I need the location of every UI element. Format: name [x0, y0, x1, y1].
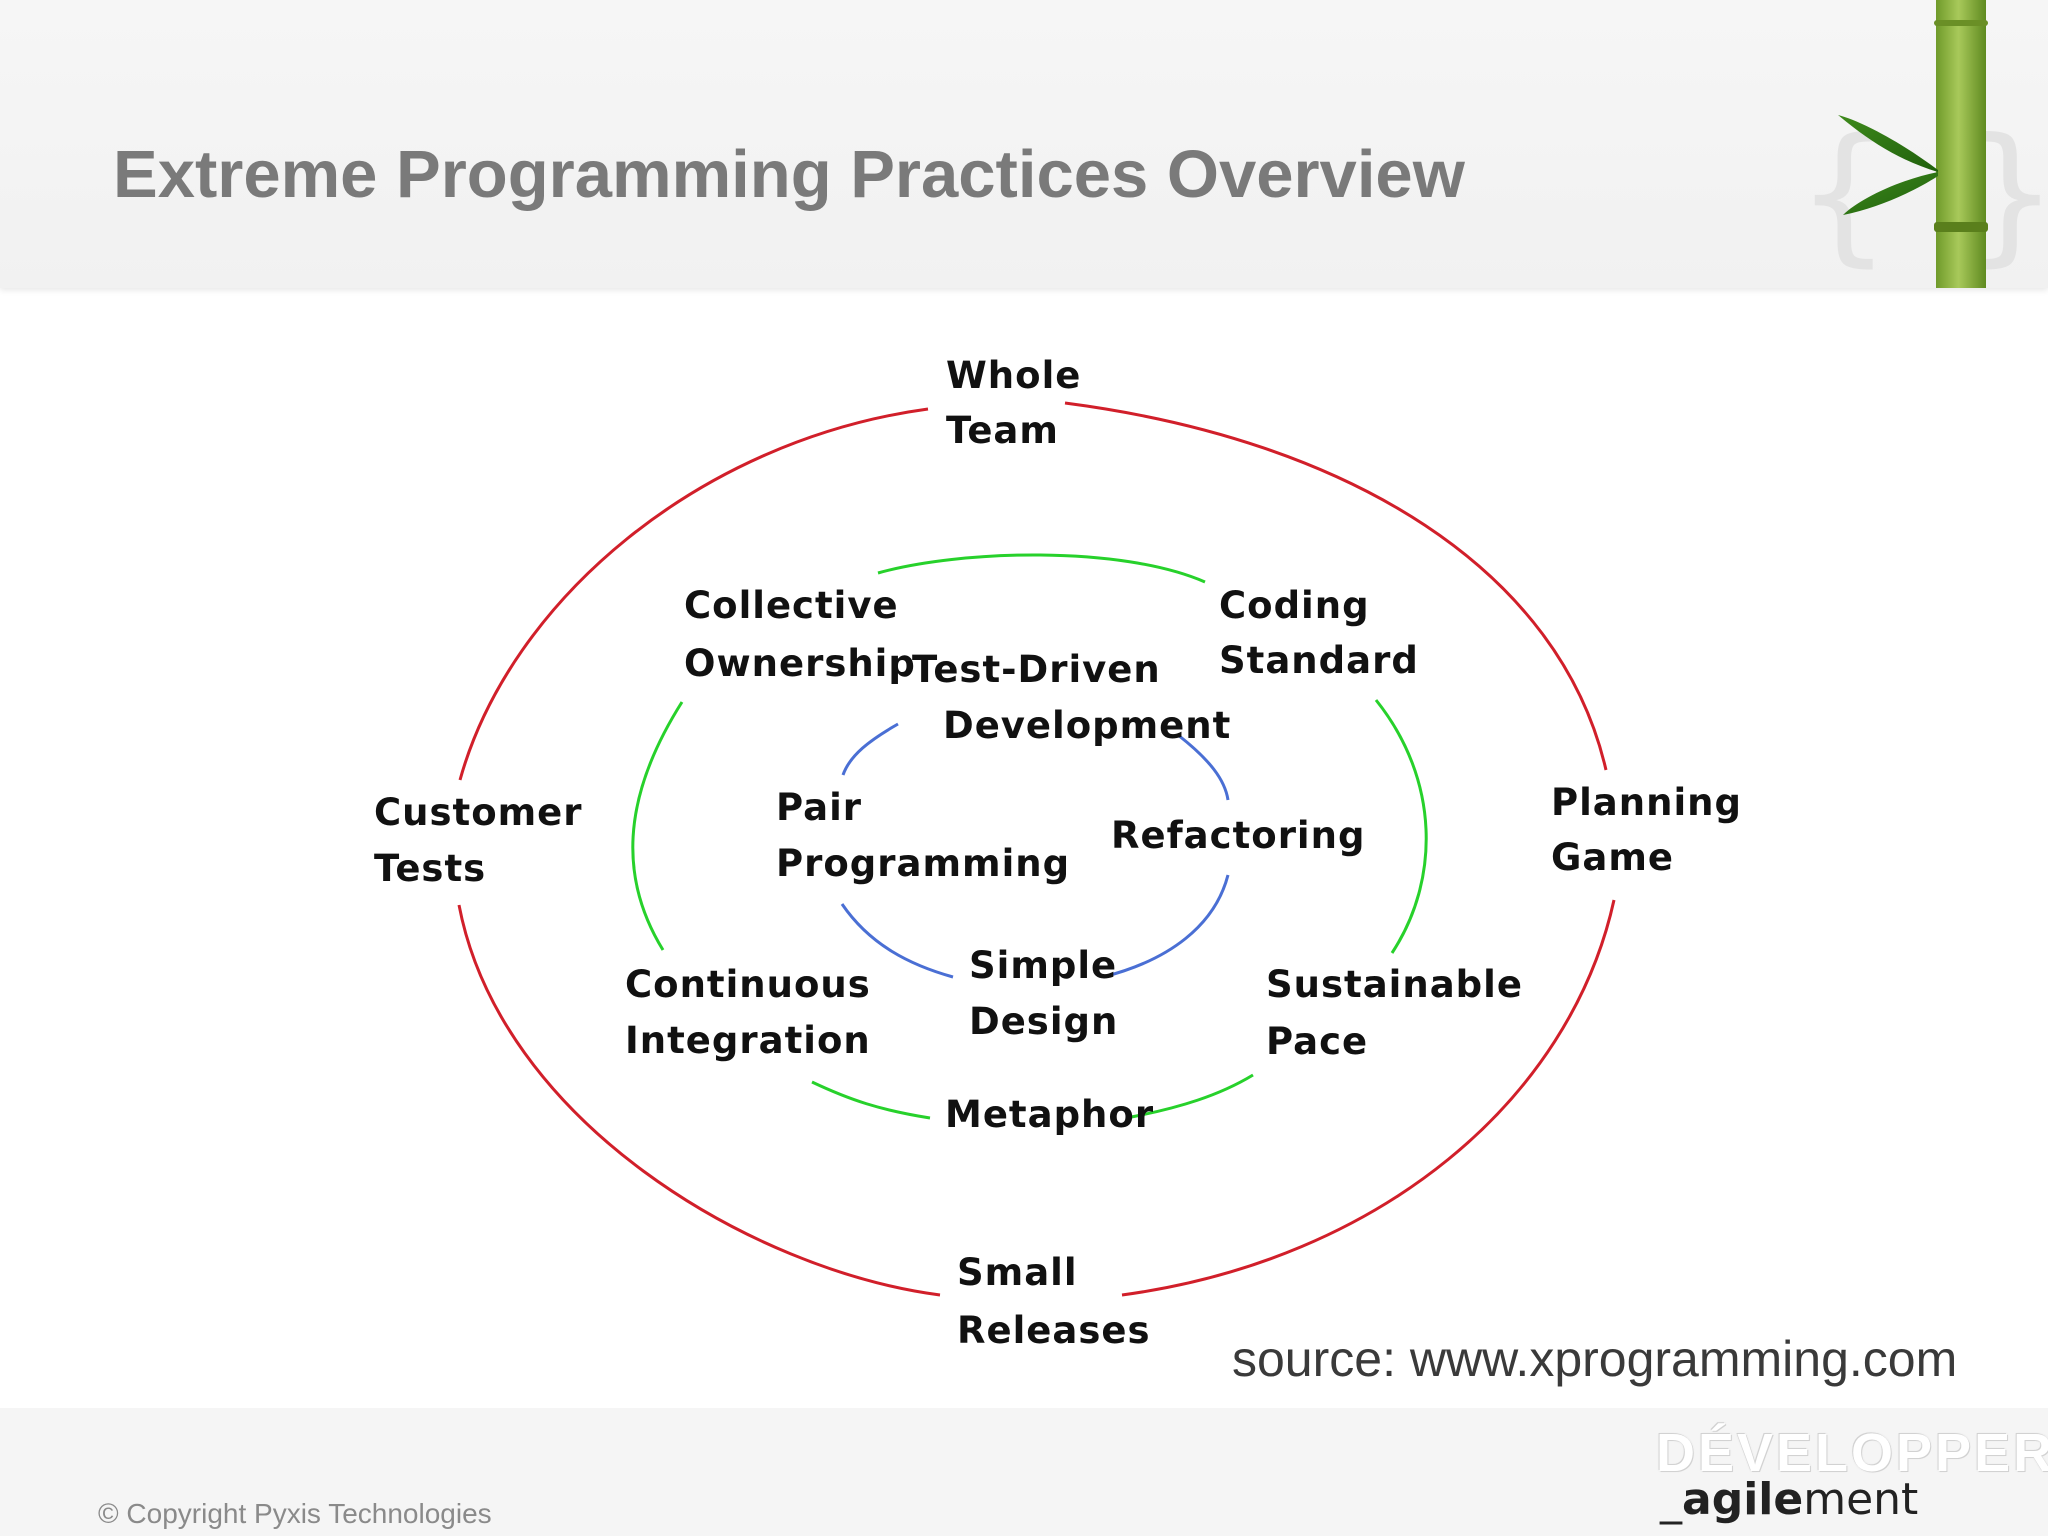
- middle-ring-top-arc: [877, 553, 1206, 584]
- inner-ring-bottom-left-arc: [840, 903, 954, 979]
- inner-ring-top-left-arc: [841, 722, 899, 776]
- outer-ring-bottom-right-arc: [1121, 899, 1616, 1297]
- label-sustainable-pace: Sustainable Pace: [1266, 963, 1537, 1063]
- brand-developper: DÉVELOPPER: [1656, 1423, 2048, 1483]
- outer-ring: [457, 401, 1616, 1297]
- middle-ring-left-arc: [631, 701, 684, 951]
- label-small-releases: Small Releases: [957, 1251, 1150, 1352]
- slide-header: Extreme Programming Practices Overview {…: [0, 0, 2048, 288]
- label-pair-programming: Pair Programming: [776, 786, 1070, 885]
- brand-agile: agile: [1682, 1474, 1804, 1525]
- copyright-notice: © Copyright Pyxis Technologies: [98, 1498, 492, 1529]
- middle-ring: [631, 553, 1428, 1120]
- outer-ring-top-right-arc: [1064, 401, 1608, 771]
- outer-ring-bottom-left-arc: [457, 904, 941, 1297]
- slide-title: Extreme Programming Practices Overview: [113, 137, 1465, 212]
- source-citation: source: www.xprogramming.com: [1232, 1331, 1958, 1387]
- middle-ring-bottom-left-arc: [811, 1080, 931, 1120]
- label-customer-tests: Customer Tests: [374, 791, 596, 890]
- middle-ring-bottom-right-arc: [1125, 1073, 1254, 1120]
- brand-prefix: _: [1660, 1474, 1682, 1525]
- label-refactoring: Refactoring: [1111, 814, 1365, 857]
- xp-practices-diagram: Whole Team Customer Tests Planning Game …: [374, 354, 1756, 1352]
- label-whole-team: Whole Team: [946, 354, 1095, 452]
- middle-ring-right-arc: [1374, 699, 1428, 954]
- label-metaphor: Metaphor: [945, 1093, 1154, 1136]
- outer-ring-top-left-arc: [458, 407, 929, 781]
- inner-ring-top-right-arc: [1177, 733, 1230, 801]
- label-planning-game: Planning Game: [1551, 781, 1756, 879]
- label-continuous-integration: Continuous Integration: [625, 963, 885, 1062]
- bamboo-logo-icon: { } ;: [1796, 0, 2048, 288]
- brand-ment: ment: [1803, 1474, 1919, 1525]
- label-test-driven-development: Test-Driven Development: [912, 648, 1231, 747]
- inner-ring-bottom-right-arc: [1102, 874, 1230, 979]
- label-collective-ownership: Collective Ownership: [684, 584, 916, 685]
- label-simple-design: Simple Design: [969, 944, 1131, 1043]
- inner-ring: [840, 722, 1230, 979]
- label-coding-standard: Coding Standard: [1219, 584, 1419, 682]
- brand-agilement: _agilement: [1660, 1474, 1918, 1525]
- slide-footer: [0, 1408, 2048, 1536]
